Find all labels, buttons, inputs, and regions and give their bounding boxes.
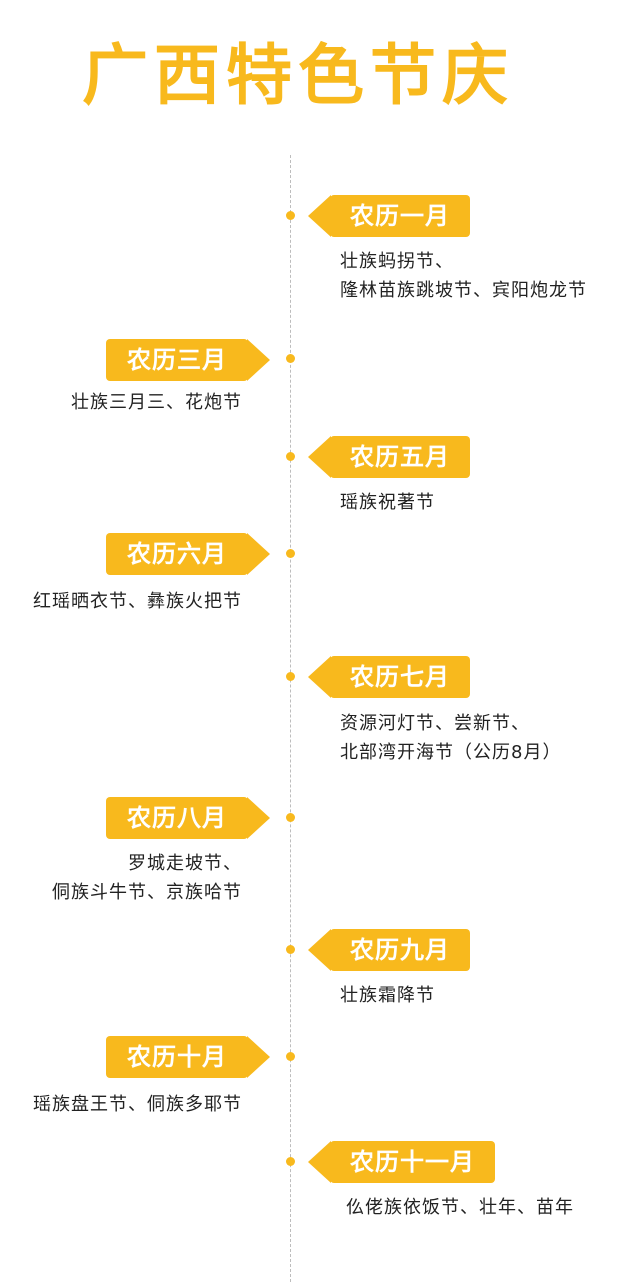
timeline-dot [286,1052,295,1061]
festival-list-sep: 壮族霜降节 [340,981,435,1010]
festival-line: 北部湾开海节（公历8月） [340,742,562,763]
festival-line: 罗城走坡节、 [128,853,242,874]
festival-line: 资源河灯节、尝新节、 [340,713,530,734]
month-tag-sep: 农历九月 [308,929,470,971]
page-title: 广西特色节庆 [82,37,514,114]
month-tag-nov: 农历十一月 [308,1141,495,1183]
festival-line: 壮族三月三、花炮节 [71,392,242,413]
festival-list-jan: 壮族蚂拐节、 隆林苗族跳坡节、宾阳炮龙节 [340,247,587,305]
timeline-line [290,155,291,1282]
festival-list-jun: 红瑶晒衣节、彝族火把节 [33,587,242,616]
festival-line: 隆林苗族跳坡节、宾阳炮龙节 [340,280,587,301]
festival-line: 侗族斗牛节、京族哈节 [52,882,242,903]
timeline-dot [286,354,295,363]
month-tag-mar: 农历三月 [106,339,270,381]
festival-line: 壮族霜降节 [340,985,435,1006]
timeline-dot [286,813,295,822]
festival-line: 仫佬族依饭节、壮年、苗年 [346,1197,574,1218]
festival-list-aug: 罗城走坡节、 侗族斗牛节、京族哈节 [52,849,242,907]
month-tag-oct: 农历十月 [106,1036,270,1078]
month-tag-aug: 农历八月 [106,797,270,839]
timeline-dot [286,672,295,681]
timeline-dot [286,452,295,461]
timeline-dot [286,1157,295,1166]
festival-line: 瑶族祝著节 [340,492,435,513]
month-tag-jan: 农历一月 [308,195,470,237]
festival-list-may: 瑶族祝著节 [340,488,435,517]
timeline-dot [286,549,295,558]
festival-list-nov: 仫佬族依饭节、壮年、苗年 [346,1193,574,1222]
festival-line: 壮族蚂拐节、 [340,251,454,272]
festival-list-mar: 壮族三月三、花炮节 [71,388,242,417]
month-tag-jul: 农历七月 [308,656,470,698]
festival-line: 瑶族盘王节、侗族多耶节 [33,1094,242,1115]
festival-line: 红瑶晒衣节、彝族火把节 [33,591,242,612]
timeline-dot [286,945,295,954]
timeline-dot [286,211,295,220]
month-tag-jun: 农历六月 [106,533,270,575]
month-tag-may: 农历五月 [308,436,470,478]
festival-list-jul: 资源河灯节、尝新节、 北部湾开海节（公历8月） [340,709,561,767]
festival-list-oct: 瑶族盘王节、侗族多耶节 [33,1090,242,1119]
